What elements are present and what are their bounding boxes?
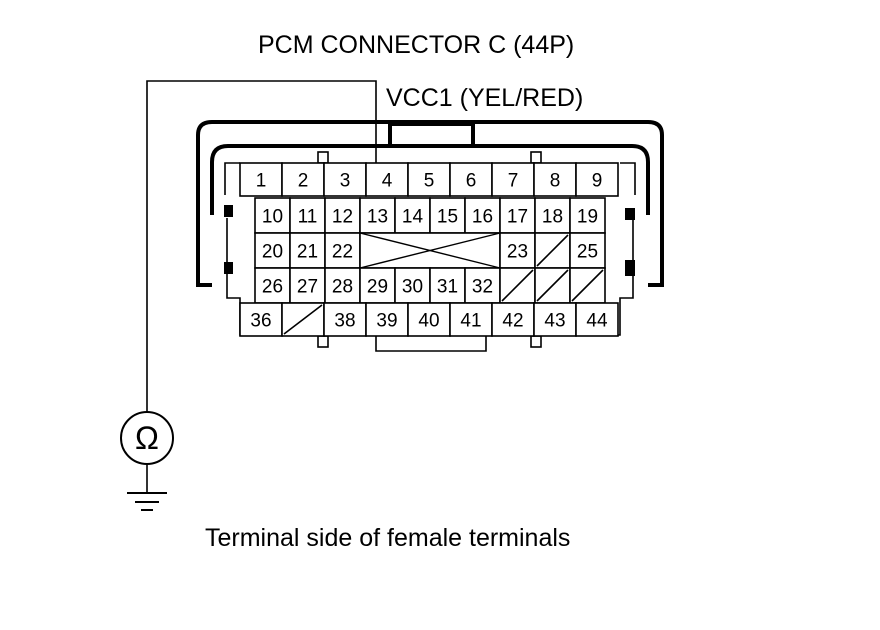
pin-cell [407,162,451,197]
wire-label: VCC1 (YEL/RED) [386,84,583,112]
pin-label: 21 [297,242,318,263]
pin-cell [289,197,326,234]
pin-label: 7 [508,171,519,192]
pin-cell [407,302,451,337]
pin-label: 6 [466,171,477,192]
pin-cell [575,162,619,197]
empty-cavity-mark [283,304,323,335]
empty-cavity-mark [536,269,569,302]
pin-label: 22 [332,242,353,263]
pin-label: 4 [382,171,393,192]
pin-cell [533,162,577,197]
pin-cell [499,232,536,269]
pin-label: 3 [340,171,351,192]
empty-cavity-mark [501,269,534,302]
pin-label: 9 [592,171,603,192]
pin-label: 40 [418,311,439,332]
pin-label: 17 [507,207,528,228]
pin-label: 19 [577,207,598,228]
pin-cell [323,162,367,197]
pin-label: 14 [402,207,424,228]
pin-cell [533,302,577,337]
pin-cell [239,162,283,197]
pin-label: 10 [262,207,283,228]
pin-cell [429,197,466,234]
pin-label: 30 [402,277,423,298]
pin-cell [499,197,536,234]
pin-label: 28 [332,277,353,298]
pin-cell [569,197,606,234]
pin-cell [323,302,367,337]
pin-label: 25 [577,242,598,263]
pin-label: 20 [262,242,283,263]
ground-icon [127,492,167,511]
pin-cell [324,197,361,234]
pin-label: 23 [507,242,528,263]
pin-label: 11 [298,207,318,228]
pin-label: 26 [262,277,283,298]
pin-label: 42 [502,311,523,332]
test-lead-wire [146,80,377,419]
caption: Terminal side of female terminals [205,524,570,552]
pin-cell [281,162,325,197]
pin-label: 38 [334,311,355,332]
pin-cell [359,267,396,304]
blocked-region-mark [359,232,501,269]
pin-label: 8 [550,171,561,192]
pin-label: 41 [460,311,481,332]
empty-cavity-mark [536,234,569,267]
pin-cell [324,232,361,269]
pin-cell [394,267,431,304]
connector-title: PCM CONNECTOR C (44P) [258,31,574,59]
pin-label: 5 [424,171,435,192]
ohm-symbol: Ω [135,420,159,456]
pin-label: 36 [250,311,271,332]
pin-label: 2 [298,171,309,192]
pin-label: 13 [367,207,388,228]
pin-cell [365,162,409,197]
pin-label: 32 [472,277,493,298]
pin-cell [289,232,326,269]
pin-label: 12 [332,207,353,228]
pin-cell [239,302,283,337]
pin-cell [575,302,619,337]
pin-label: 43 [544,311,565,332]
pin-label: 39 [376,311,397,332]
pin-label: 16 [472,207,493,228]
pin-label: 18 [542,207,563,228]
pin-cell [491,162,535,197]
pin-label: 1 [256,171,267,192]
pin-label: 29 [367,277,388,298]
pin-cell [449,162,493,197]
pin-label: 27 [297,277,318,298]
pin-label: 15 [437,207,458,228]
empty-cavity-mark [571,269,604,302]
pin-label: 31 [437,277,458,298]
pin-label: 44 [586,311,608,332]
pin-cell [449,302,493,337]
